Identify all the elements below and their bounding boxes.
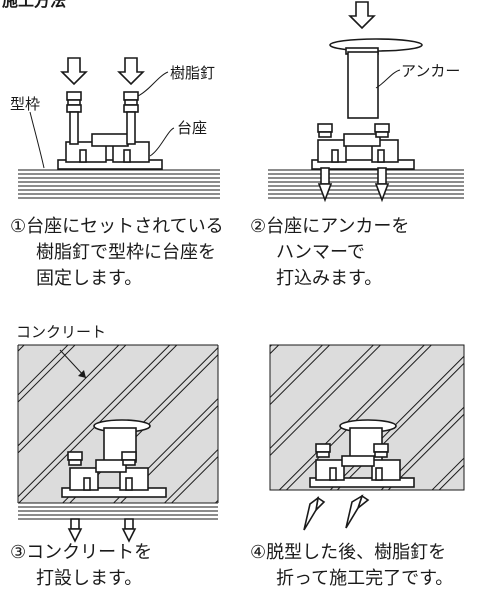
down-arrow-icon	[348, 1, 376, 30]
anchor-part	[329, 38, 423, 119]
base-seat	[309, 455, 415, 488]
resin-nail-left	[67, 451, 83, 466]
resin-nail-left	[66, 91, 82, 145]
step-4-caption-line2: 折って施工完了です。	[276, 568, 453, 589]
down-arrow-icon	[60, 57, 88, 86]
resin-nail-right	[373, 443, 389, 458]
base-seat	[61, 459, 167, 498]
step-2-caption-line3: 打込みます。	[276, 268, 382, 289]
down-arrow-icon	[117, 57, 145, 86]
step-2-caption-line2: ハンマーで	[276, 242, 365, 263]
base-seat	[311, 133, 415, 170]
step-3-caption-line1: ③コンクリートを	[10, 542, 152, 563]
resin-nail-left	[315, 443, 331, 458]
resin-nail-left	[317, 123, 333, 203]
label-resin-nail: 樹脂釘	[170, 64, 215, 82]
panel-step-4: ④脱型した後、樹脂釘を 折って施工完了です。	[250, 344, 465, 589]
label-anchor: アンカー	[401, 62, 460, 80]
label-base: 台座	[177, 119, 207, 137]
step-1-caption-line1: ①台座にセットされている	[10, 216, 224, 237]
panel-step-3: コンクリート	[10, 323, 219, 589]
anchor-part	[93, 419, 151, 463]
broken-nail-tips	[303, 494, 370, 531]
formwork-boards	[18, 169, 220, 199]
figure-title: 施工方法	[2, 0, 66, 10]
resin-nail-right	[121, 451, 137, 466]
panel-step-2: アンカー ②台座にアンカーを ハンマーで 打込みます。	[250, 1, 464, 289]
step-3-caption-line2: 打設します。	[36, 568, 142, 589]
nail-tips	[67, 518, 137, 543]
label-concrete: コンクリート	[16, 323, 106, 341]
resin-nail-right	[123, 91, 139, 145]
panel-step-1: 樹脂釘 台座 型枠 ①台座にセットされている 樹脂釘で型枠に台座を 固定します。	[10, 57, 224, 289]
formwork-boards	[18, 502, 218, 520]
label-formwork: 型枠	[10, 95, 40, 113]
formwork-boards	[268, 169, 464, 199]
step-2-caption-line1: ②台座にアンカーを	[250, 216, 409, 237]
resin-nail-right	[374, 123, 390, 203]
step-1-caption-line3: 固定します。	[36, 268, 142, 289]
step-4-caption-line1: ④脱型した後、樹脂釘を	[250, 542, 446, 563]
step-1-caption-line2: 樹脂釘で型枠に台座を	[36, 242, 216, 263]
base-seat	[57, 133, 163, 170]
